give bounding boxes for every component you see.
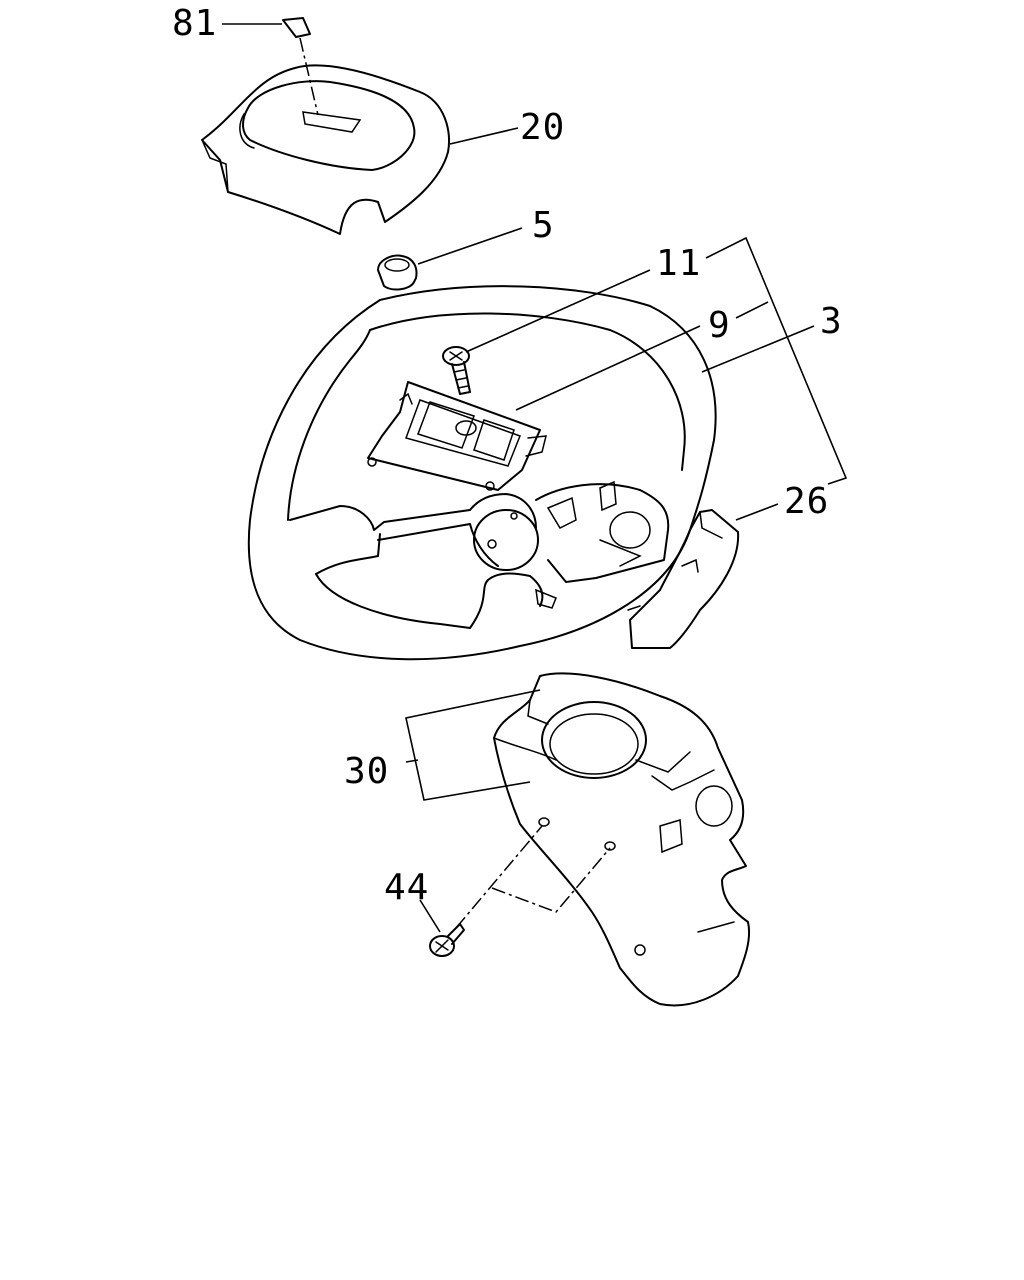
- leader-26: [735, 503, 779, 521]
- part-20-horn-pad: [201, 64, 450, 235]
- leader-9: [515, 325, 701, 411]
- callout-11: 11: [656, 243, 702, 284]
- callout-44: 44: [384, 867, 430, 908]
- leader-20: [449, 127, 519, 145]
- callout-9: 9: [708, 305, 731, 346]
- part-9-bracket: [367, 381, 547, 491]
- part-30-column-cover: [493, 672, 750, 1007]
- callout-3: 3: [820, 301, 843, 342]
- leader-44-dashed-a: [455, 825, 543, 929]
- leader-11: [465, 269, 651, 353]
- leader-5: [417, 227, 523, 265]
- leader-44-dashed-b: [491, 847, 611, 913]
- part-81-emblem: [282, 17, 311, 38]
- callout-20: 20: [520, 107, 566, 148]
- part-26-trim: [627, 509, 740, 649]
- part-44-screw: [429, 923, 465, 957]
- callout-81: 81: [172, 3, 218, 44]
- leader-81-dashed: [299, 37, 319, 116]
- callout-5: 5: [532, 205, 555, 246]
- callout-26: 26: [784, 481, 830, 522]
- leader-3: [701, 325, 815, 373]
- part-3-steering-wheel: [247, 285, 717, 661]
- leader-44: [419, 899, 441, 933]
- part-11-bolt: [442, 346, 471, 395]
- part-5-nut: [377, 254, 418, 291]
- callout-30: 30: [344, 751, 390, 792]
- bracket-11-9-26: [705, 236, 848, 485]
- bracket-30: [405, 689, 541, 801]
